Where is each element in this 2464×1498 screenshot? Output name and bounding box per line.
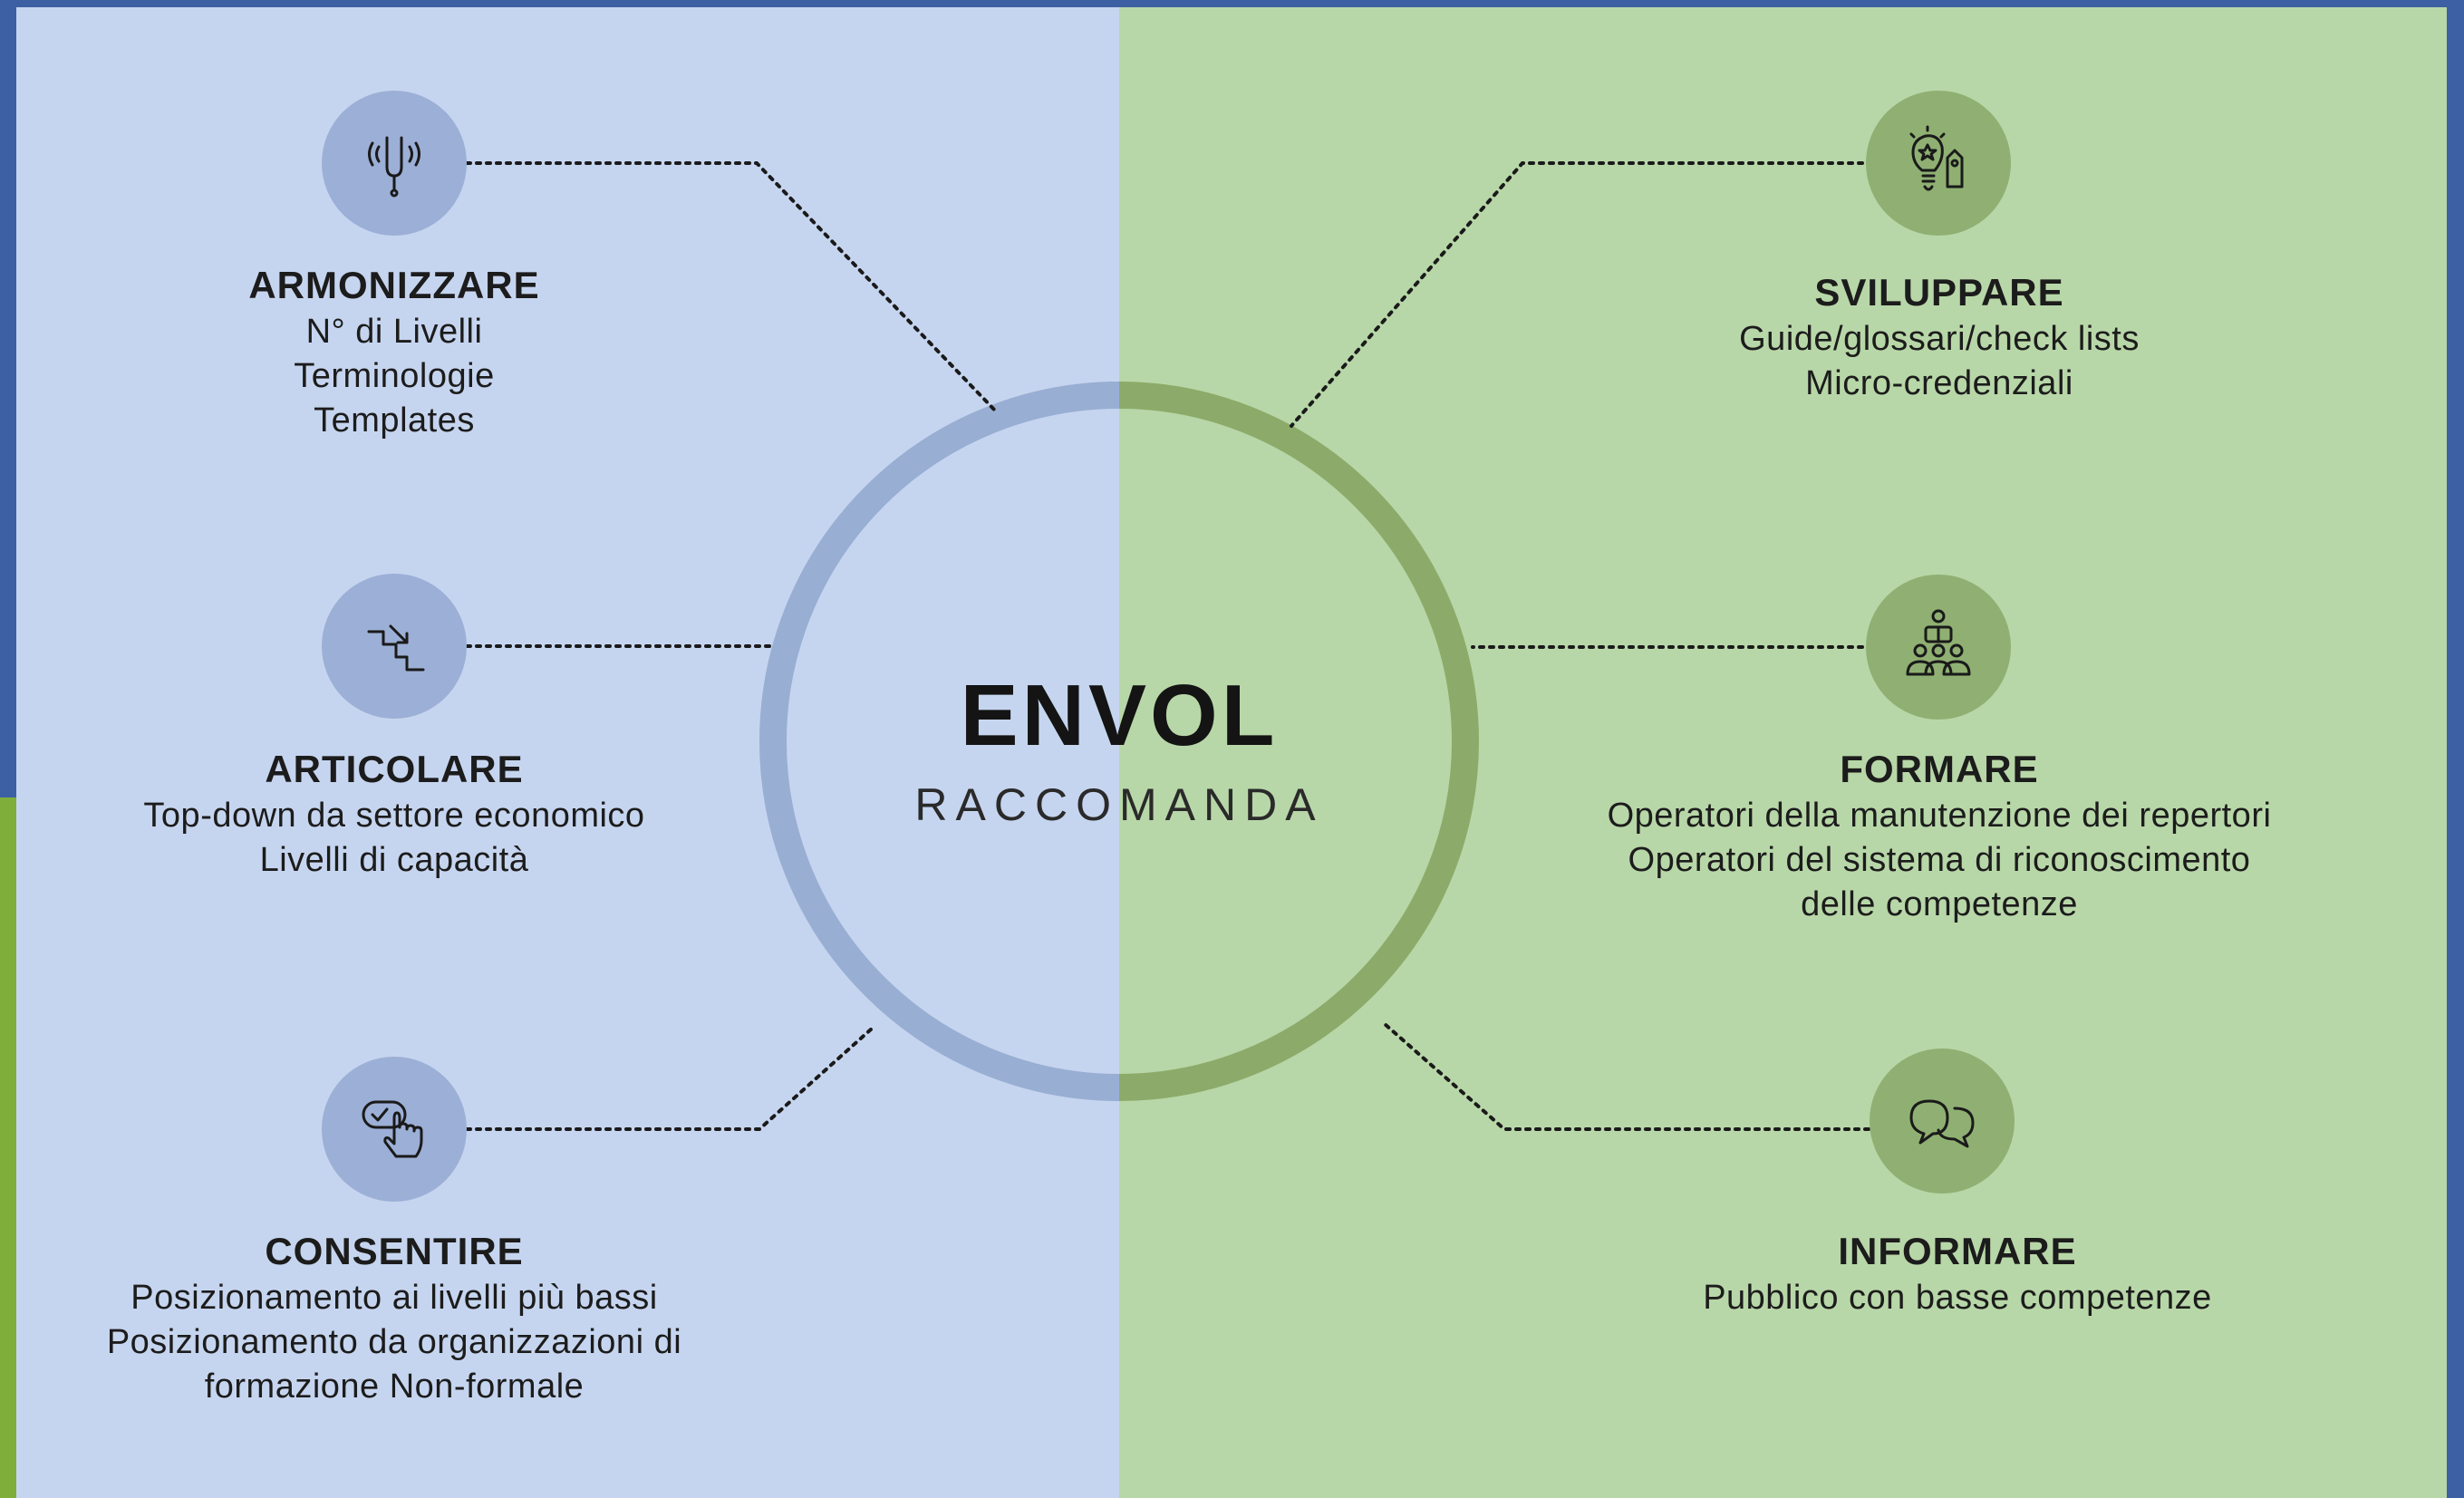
node-line: delle competenze: [1801, 885, 2078, 923]
sviluppare-icon-circle: [1866, 91, 2011, 236]
node-armonizzare: ARMONIZZARE N° di Livelli Terminologie T…: [32, 261, 757, 443]
articolare-icon-circle: [322, 574, 467, 719]
node-title: INFORMARE: [1838, 1230, 2077, 1272]
node-title: SVILUPPARE: [1814, 271, 2064, 314]
node-sviluppare: SVILUPPARE Guide/glossari/check lists Mi…: [1541, 268, 2338, 406]
tuning-fork-icon: [368, 136, 420, 198]
lightbulb-tag-icon: [1909, 125, 1964, 191]
stairs-down-icon: [367, 624, 425, 672]
connector-informare: [1383, 1022, 1870, 1131]
node-articolare: ARTICOLARE Top-down da settore economico…: [32, 745, 757, 883]
teacher-group-icon: [1906, 609, 1971, 676]
connector-armonizzare: [465, 161, 999, 414]
node-line: Posizionamento da organizzazioni di: [106, 1323, 682, 1361]
node-line: Posizionamento ai livelli più bassi: [130, 1279, 658, 1317]
node-title: ARMONIZZARE: [248, 264, 540, 306]
node-title: ARTICOLARE: [265, 748, 524, 790]
informare-icon-circle: [1870, 1049, 2015, 1194]
hand-pointer-check-icon: [362, 1100, 423, 1158]
consentire-icon-circle: [322, 1057, 467, 1202]
center-title: ENVOL: [960, 667, 1279, 764]
node-title: FORMARE: [1840, 748, 2039, 790]
node-consentire: CONSENTIRE Posizionamento ai livelli più…: [32, 1227, 757, 1409]
frame-accent-bar: [0, 797, 20, 1498]
node-line: formazione Non-formale: [204, 1368, 585, 1406]
ring-right-half: [1118, 382, 1479, 1101]
node-line: Top-down da settore economico: [143, 797, 645, 835]
node-informare: INFORMARE Pubblico con basse competenze: [1559, 1227, 2356, 1320]
center-subtitle: RACCOMANDA: [914, 779, 1324, 830]
node-line: Pubblico con basse competenze: [1703, 1279, 2212, 1317]
node-line: Guide/glossari/check lists: [1739, 320, 2140, 358]
ring-left-half: [759, 382, 1120, 1101]
node-formare: FORMARE Operatori della manutenzione dei…: [1541, 745, 2338, 927]
node-line: Operatori del sistema di riconoscimento: [1628, 841, 2251, 879]
node-line: Livelli di capacità: [259, 841, 529, 879]
speech-bubbles-icon: [1909, 1099, 1975, 1148]
formare-icon-circle: [1866, 575, 2011, 720]
node-line: Micro-credenziali: [1805, 364, 2073, 402]
left-panel: [16, 7, 1119, 1498]
right-panel: [1119, 7, 2447, 1498]
node-line: Terminologie: [294, 357, 495, 395]
node-title: CONSENTIRE: [265, 1230, 524, 1272]
connector-sviluppare: [1290, 161, 1864, 428]
armonizzare-icon-circle: [322, 91, 467, 236]
node-line: Templates: [314, 401, 475, 440]
connector-consentire: [465, 1027, 874, 1131]
node-line: N° di Livelli: [305, 313, 483, 351]
node-line: Operatori della manutenzione dei reperto…: [1607, 797, 2272, 835]
